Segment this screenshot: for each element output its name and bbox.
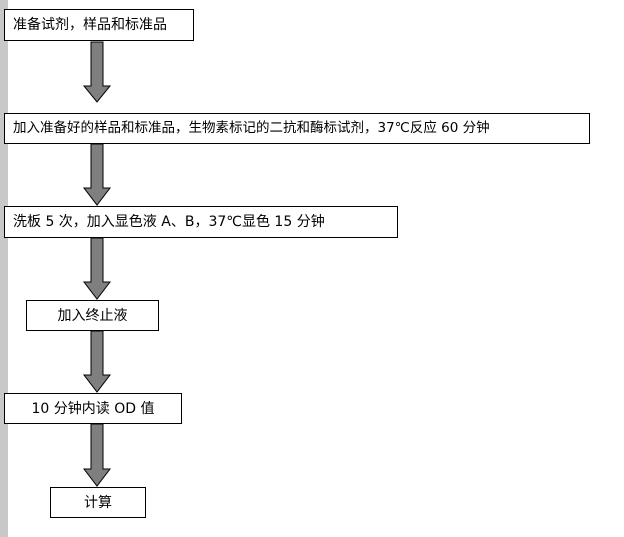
step-prepare-reagents: 准备试剂，样品和标准品 — [4, 9, 194, 41]
flow-arrow-3 — [82, 237, 112, 300]
step-read-od: 10 分钟内读 OD 值 — [4, 393, 182, 424]
left-margin-bar — [0, 0, 8, 537]
step-add-samples: 加入准备好的样品和标准品，生物素标记的二抗和酶标试剂，37℃反应 60 分钟 — [4, 113, 590, 144]
step-add-stop-solution: 加入终止液 — [26, 300, 159, 331]
step-wash-and-color: 洗板 5 次，加入显色液 A、B，37℃显色 15 分钟 — [4, 206, 398, 238]
flow-arrow-1 — [82, 41, 112, 103]
step-calculate: 计算 — [50, 487, 146, 518]
flow-arrow-5 — [82, 423, 112, 487]
flow-arrow-2 — [82, 143, 112, 206]
flow-arrow-4 — [82, 330, 112, 393]
